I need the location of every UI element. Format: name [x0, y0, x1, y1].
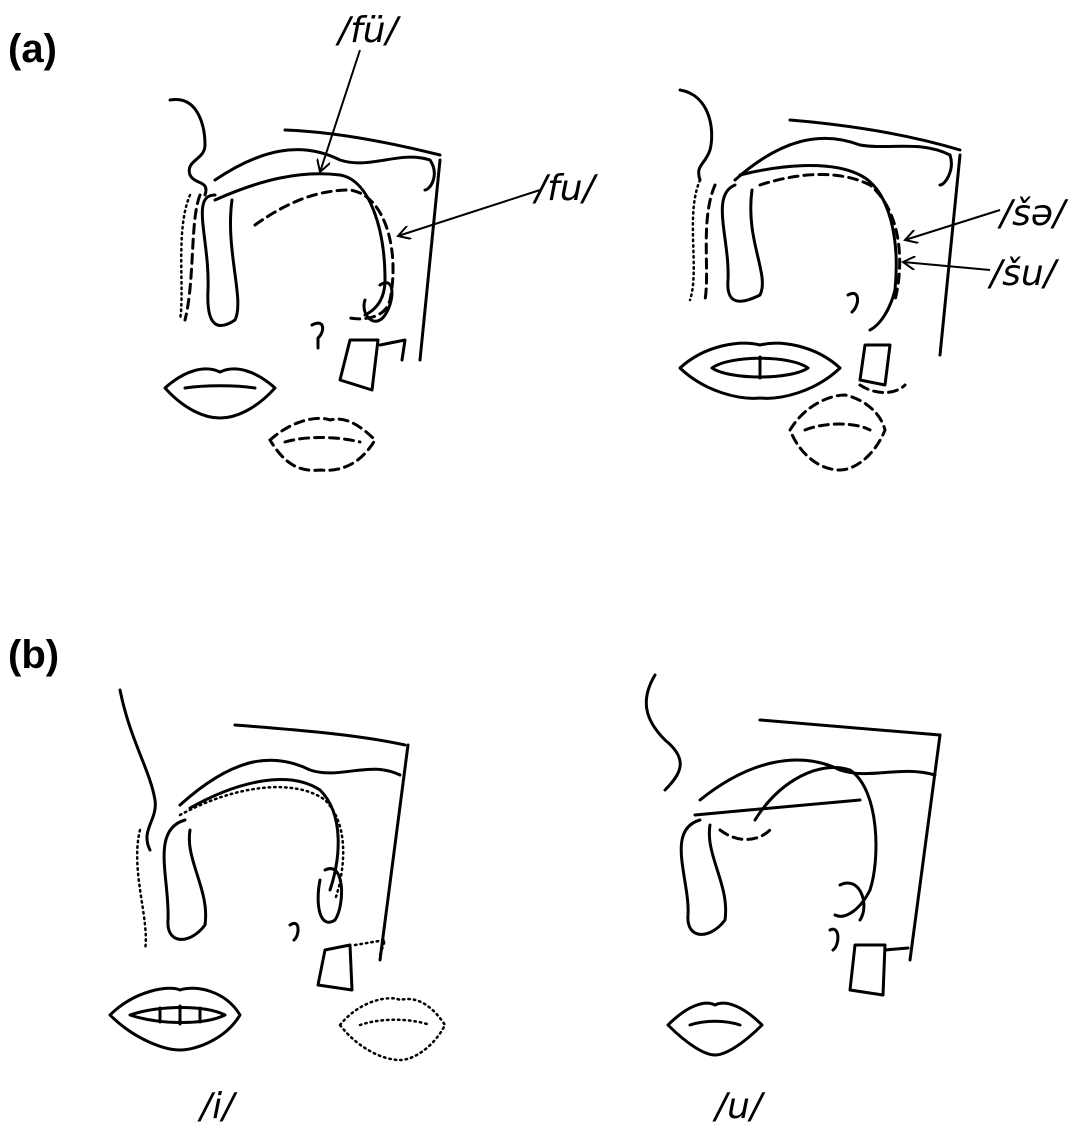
panel-b-label: (b) — [8, 633, 59, 677]
sagittal-tract-i — [110, 690, 445, 1060]
sagittal-tract-shu — [680, 90, 960, 470]
sagittal-tract-u — [646, 675, 940, 1055]
label-shu: /šu/ — [987, 253, 1060, 294]
label-fu-umlaut: /fü/ — [335, 10, 402, 51]
caption-u: /u/ — [712, 1086, 766, 1127]
caption-i: /i/ — [197, 1086, 238, 1127]
label-shwa: /šə/ — [997, 193, 1069, 234]
sagittal-tract-fu — [165, 100, 440, 471]
label-fu: /fu/ — [532, 168, 599, 209]
panel-a-label: (a) — [8, 27, 57, 71]
